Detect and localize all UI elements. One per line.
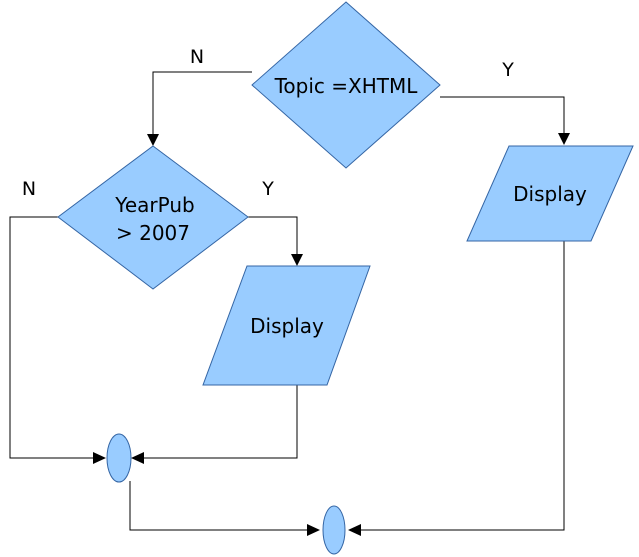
connector-yearpub-no bbox=[9, 216, 95, 459]
arrowheads bbox=[93, 133, 570, 536]
connector-display-middle-merge bbox=[142, 385, 298, 459]
connectors bbox=[9, 71, 565, 531]
connector-topic-yes bbox=[440, 96, 565, 135]
display-right-parallelogram bbox=[466, 145, 634, 242]
branch-label-yearpub-yes: Y bbox=[261, 178, 274, 200]
arrowhead-left-icon bbox=[348, 524, 361, 536]
connector-merge1-merge2 bbox=[129, 481, 309, 531]
yearpub-decision-diamond bbox=[57, 145, 249, 290]
connector-topic-no bbox=[152, 71, 252, 136]
yearpub-decision-label-line1: YearPub bbox=[114, 193, 194, 217]
connector-display-right-merge bbox=[359, 241, 565, 531]
display-middle-parallelogram bbox=[202, 265, 371, 386]
branch-label-topic-no: N bbox=[190, 46, 204, 68]
branch-label-topic-yes: Y bbox=[501, 59, 514, 81]
arrowhead-right-icon bbox=[307, 524, 320, 536]
merge-connector-1 bbox=[106, 433, 132, 483]
connector-yearpub-yes bbox=[248, 216, 298, 256]
arrowhead-down-icon bbox=[558, 133, 570, 145]
yearpub-decision-label-line2: > 2007 bbox=[116, 221, 190, 245]
topic-decision-label: Topic =XHTML bbox=[274, 74, 419, 98]
arrowhead-right-icon bbox=[93, 452, 106, 464]
display-right-label: Display bbox=[513, 182, 587, 206]
topic-decision-diamond bbox=[251, 1, 441, 169]
arrowhead-down-icon bbox=[147, 134, 159, 146]
arrowhead-down-icon bbox=[291, 254, 303, 266]
display-middle-label: Display bbox=[250, 314, 324, 338]
merge-connector-2 bbox=[322, 505, 346, 555]
arrowhead-left-icon bbox=[131, 452, 144, 464]
branch-label-yearpub-no: N bbox=[22, 178, 36, 200]
